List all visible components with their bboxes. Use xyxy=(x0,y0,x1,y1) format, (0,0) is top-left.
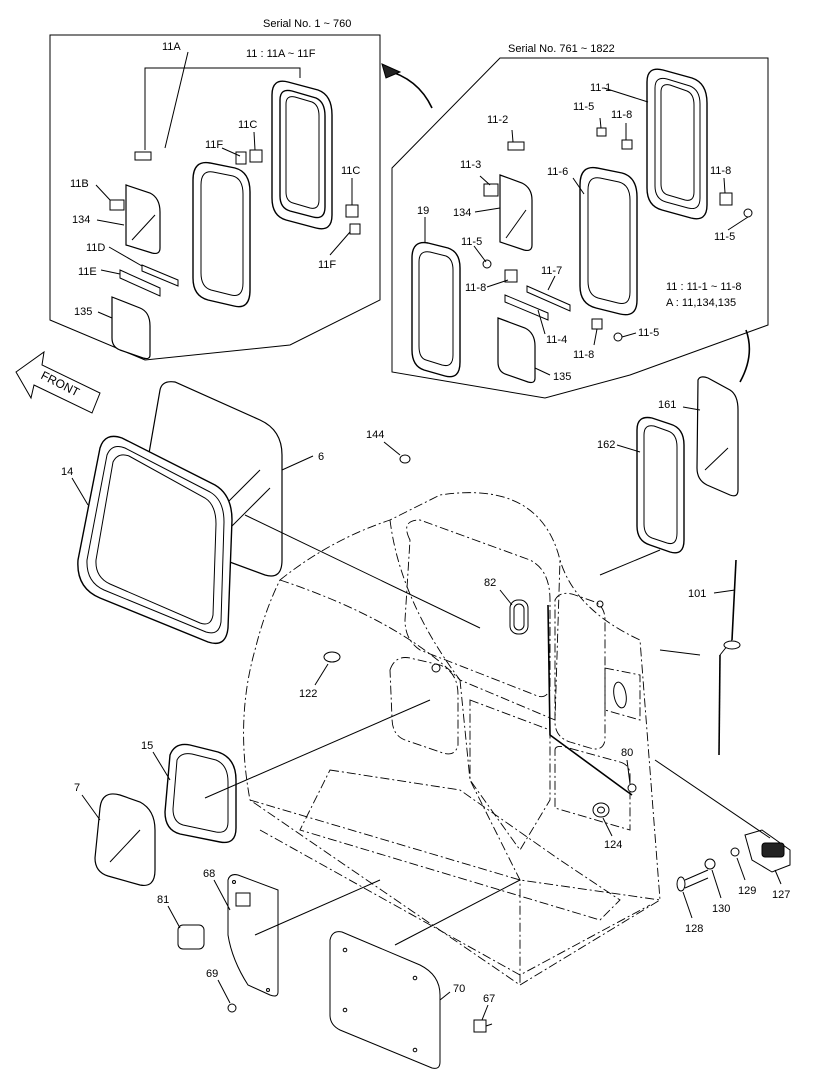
inset-left-set-note: 11 : 11A ~ 11F xyxy=(246,48,316,60)
label-161: 161 xyxy=(658,399,676,411)
label-127: 127 xyxy=(772,889,790,901)
inset-right-set-note-1: 11 : 11-1 ~ 11-8 xyxy=(666,281,742,293)
label-11d: 11D xyxy=(86,242,105,254)
label-11-8-mid: 11-8 xyxy=(465,282,486,294)
inset-serial-1-760: Serial No. 1 ~ 760 11 : 11A ~ 11F xyxy=(49,18,381,361)
part-81-pad xyxy=(177,924,205,950)
label-101: 101 xyxy=(688,588,706,600)
main-labels: 6 14 144 161 162 82 101 122 15 80 7 124 … xyxy=(61,399,790,1005)
label-69: 69 xyxy=(206,968,218,980)
label-11-5-right: 11-5 xyxy=(714,231,735,243)
label-15: 15 xyxy=(141,740,153,752)
label-130: 130 xyxy=(712,903,730,915)
part-161-glass xyxy=(696,376,739,497)
part-69-screw xyxy=(227,1003,237,1013)
inset-right-title: Serial No. 761 ~ 1822 xyxy=(508,43,615,55)
label-11c-right: 11C xyxy=(341,165,360,177)
part-68-plate xyxy=(227,874,279,997)
label-7: 7 xyxy=(74,782,80,794)
label-11-3: 11-3 xyxy=(460,159,481,171)
label-70: 70 xyxy=(453,983,465,995)
part-15-frame xyxy=(164,743,237,844)
part-70-cover xyxy=(329,931,441,1069)
label-14: 14 xyxy=(61,466,73,478)
front-arrow: FRONT xyxy=(15,350,101,414)
label-11f-top: 11F xyxy=(205,139,223,151)
label-11b: 11B xyxy=(70,178,89,190)
label-11-8-right: 11-8 xyxy=(710,165,731,177)
part-101-antenna xyxy=(718,559,741,756)
label-162: 162 xyxy=(597,439,615,451)
label-11-4: 11-4 xyxy=(546,334,567,346)
label-6: 6 xyxy=(318,451,324,463)
label-128: 128 xyxy=(685,923,703,935)
label-124: 124 xyxy=(604,839,622,851)
label-11-2: 11-2 xyxy=(487,114,508,126)
part-7-glass xyxy=(94,793,156,887)
cab-body xyxy=(243,492,661,986)
inset-serial-761-1822: Serial No. 761 ~ 1822 11 : 11-1 ~ 11-8 A… xyxy=(391,43,769,399)
part-82-handle xyxy=(509,599,529,635)
label-82: 82 xyxy=(484,577,496,589)
label-11-8-bottom: 11-8 xyxy=(573,349,594,361)
part-14-frame xyxy=(77,435,233,645)
label-122: 122 xyxy=(299,688,317,700)
inset-left-title: Serial No. 1 ~ 760 xyxy=(263,18,351,30)
part-130-washer xyxy=(704,858,716,870)
main-leaders xyxy=(71,406,782,1021)
part-80-hook xyxy=(627,783,637,793)
label-11e: 11E xyxy=(78,266,97,278)
part-129-washer xyxy=(730,847,740,857)
label-11f-bottom: 11F xyxy=(318,259,336,271)
part-144-grommet xyxy=(399,454,411,464)
label-68: 68 xyxy=(203,868,215,880)
label-19: 19 xyxy=(417,205,429,217)
part-67-bolt xyxy=(473,1019,493,1033)
label-129: 129 xyxy=(738,885,756,897)
label-11-8-top: 11-8 xyxy=(611,109,632,121)
part-122-grommet xyxy=(323,651,341,663)
label-11-5-bottom: 11-5 xyxy=(638,327,659,339)
label-80: 80 xyxy=(621,747,633,759)
label-144: 144 xyxy=(366,429,384,441)
label-11-6: 11-6 xyxy=(547,166,568,178)
label-11a: 11A xyxy=(162,41,181,53)
label-134-right: 134 xyxy=(453,207,471,219)
part-162-frame xyxy=(636,416,685,554)
label-134-left: 134 xyxy=(72,214,90,226)
inset-right-set-note-2: A : 11,134,135 xyxy=(666,297,736,309)
label-11-5-mid: 11-5 xyxy=(461,236,482,248)
label-135-left: 135 xyxy=(74,306,92,318)
label-11-5-top: 11-5 xyxy=(573,101,594,113)
part-128-bolt xyxy=(676,869,709,892)
label-11-7: 11-7 xyxy=(541,265,562,277)
part-127-latch xyxy=(744,829,791,873)
label-81: 81 xyxy=(157,894,169,906)
label-67: 67 xyxy=(483,993,495,1005)
label-11-1: 11-1 xyxy=(590,82,611,94)
label-135-right: 135 xyxy=(553,371,571,383)
arrow-lower xyxy=(739,329,751,383)
label-11c-left: 11C xyxy=(238,119,257,131)
part-124-grommet xyxy=(592,802,610,818)
